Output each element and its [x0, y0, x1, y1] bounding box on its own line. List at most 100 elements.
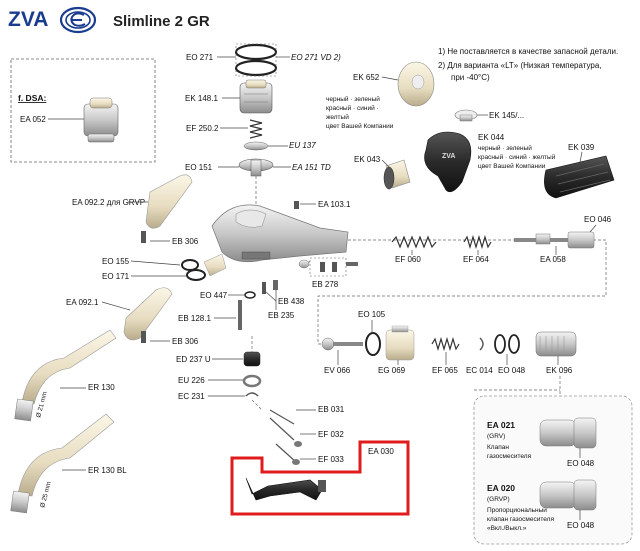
label-ea-092-2: EA 092.2 для GRVP	[72, 198, 145, 207]
ea-092-2-neck-grvp	[145, 174, 193, 229]
ek-652-cap	[397, 61, 435, 107]
ea-021-desc-1: Клапан	[487, 444, 509, 451]
ea-020-desc-3: «Вкл./Выкл.»	[487, 525, 527, 532]
page-title: Slimline 2 GR	[113, 13, 210, 30]
eu-137-disc	[243, 141, 269, 151]
label-ea-092-1: EA 092.1	[66, 298, 99, 307]
ea-021-desc-2: газосмесителя	[487, 453, 532, 460]
er-130-gooseneck	[14, 329, 117, 422]
ea-103-1-screw	[294, 201, 299, 209]
note-1: 1) Не поставляется в качестве запасной д…	[438, 47, 618, 56]
svg-text:ZVA: ZVA	[442, 153, 455, 160]
label-eb-306-b: EB 306	[172, 337, 199, 346]
label-er-130-bl: ER 130 BL	[88, 466, 127, 475]
label-ek-145: EK 145/...	[489, 111, 524, 120]
label-eo-048-a: EO 048	[498, 366, 526, 375]
dim-21mm: Ø 21 mm	[35, 391, 49, 419]
label-eb-278: EB 278	[312, 280, 339, 289]
eo-151-part	[238, 158, 274, 177]
label-eb-235: EB 235	[268, 311, 295, 320]
label-ed-237-u: ED 237 U	[176, 355, 211, 364]
trigger-pins	[269, 409, 302, 465]
label-eg-069: EG 069	[378, 366, 406, 375]
label-eb-128-1: EB 128.1	[178, 314, 211, 323]
ek-039-handle-sleeve	[544, 155, 615, 199]
ea-020-desc-2: клапан газосмесителя	[487, 516, 554, 523]
label-eo-105: EO 105	[358, 310, 386, 319]
label-eo-271: EO 271	[186, 53, 214, 62]
label-ef-060: EF 060	[395, 255, 421, 264]
ec-014-clip	[479, 337, 484, 351]
label-ea-103-1: EA 103.1	[318, 200, 351, 209]
label-ef-033: EF 033	[318, 455, 344, 464]
label-ef-250-2: EF 250.2	[186, 124, 219, 133]
label-ef-065: EF 065	[432, 366, 458, 375]
ek-652-color-3: желтый	[326, 113, 349, 121]
ea-021-valve	[539, 417, 597, 449]
label-eo-151: EO 151	[185, 163, 213, 172]
label-eo-271-vd: EO 271 VD 2)	[291, 53, 341, 62]
label-eo-447: EO 447	[200, 291, 228, 300]
label-ea-021: EA 021	[487, 420, 515, 430]
ev-066-needle	[321, 337, 363, 351]
ek-044-color-3: цвет Вашей Компании	[478, 162, 546, 170]
label-ek-039: EK 039	[568, 143, 595, 152]
label-eo-155: EO 155	[102, 257, 130, 266]
label-er-130: ER 130	[88, 383, 115, 392]
label-ea-151-td: EA 151 TD	[292, 163, 331, 172]
ek-652-color-2: красный · синий ·	[326, 104, 379, 112]
label-ek-043: EK 043	[354, 155, 381, 164]
label-eo-046: EO 046	[584, 215, 612, 224]
eu-226-washer	[242, 374, 262, 388]
dim-25mm: Ø 25 mm	[39, 481, 53, 509]
dsa-box	[10, 58, 156, 163]
torch-body	[211, 204, 349, 263]
ek-044-grip-head: ZVA	[424, 131, 472, 193]
ek-652-color-4: цвет Вашей Компании	[326, 122, 394, 130]
label-ek-044: EK 044	[478, 133, 505, 142]
label-ek-148-1: EK 148.1	[185, 94, 218, 103]
ek-148-1-part	[239, 79, 273, 114]
label-eu-226: EU 226	[178, 376, 205, 385]
ea-020-valve	[539, 479, 597, 511]
note-2: 2) Для варианта «LT» (Низкая температура…	[438, 61, 602, 70]
label-eo-048-b: EO 048	[567, 459, 595, 468]
label-ea-058: EA 058	[540, 255, 566, 264]
label-ec-231: EC 231	[178, 392, 205, 401]
er-130-bl-gooseneck	[10, 413, 115, 514]
ek-652-color-1: черный · зеленый	[326, 95, 380, 103]
label-ef-032: EF 032	[318, 430, 344, 439]
ek-044-color-1: черный · зеленый	[478, 144, 532, 152]
ea-030-highlight-frame	[230, 440, 410, 516]
label-eb-306-a: EB 306	[172, 237, 199, 246]
ea-092-1-neck	[123, 287, 173, 341]
eg-069-housing	[385, 325, 415, 361]
eo-105-oring	[365, 332, 381, 356]
ea-058-valve	[514, 231, 595, 249]
ed-237-u-part	[243, 351, 261, 367]
ek-043-ring	[383, 159, 411, 190]
note-2-cont: при -40°С)	[451, 73, 490, 82]
dsa-heading: f. DSA:	[18, 93, 47, 103]
label-ef-064: EF 064	[463, 255, 489, 264]
ef-064-spring	[463, 234, 492, 250]
label-grv: (GRV)	[487, 433, 505, 440]
label-eu-137: EU 137	[289, 141, 316, 150]
ef-065-spring	[431, 336, 460, 352]
label-ec-014: EC 014	[466, 366, 493, 375]
brand-logo-emblem	[59, 6, 97, 34]
label-ek-096: EK 096	[546, 366, 573, 375]
ea-030-trigger	[245, 477, 326, 501]
label-eb-031: EB 031	[318, 405, 345, 414]
dsa-valve-part	[83, 97, 119, 143]
label-ev-066: EV 066	[324, 366, 351, 375]
label-eo-171: EO 171	[102, 272, 130, 281]
ek-044-color-2: красный · синий · желтый	[478, 153, 556, 161]
ef-060-spring	[391, 235, 437, 249]
ef-250-2-spring	[249, 119, 263, 139]
ec-231-clip	[245, 392, 259, 397]
label-grvp: (GRVP)	[487, 496, 510, 503]
ek-096-valve-body	[535, 331, 577, 357]
label-ek-652: EK 652	[353, 73, 380, 82]
